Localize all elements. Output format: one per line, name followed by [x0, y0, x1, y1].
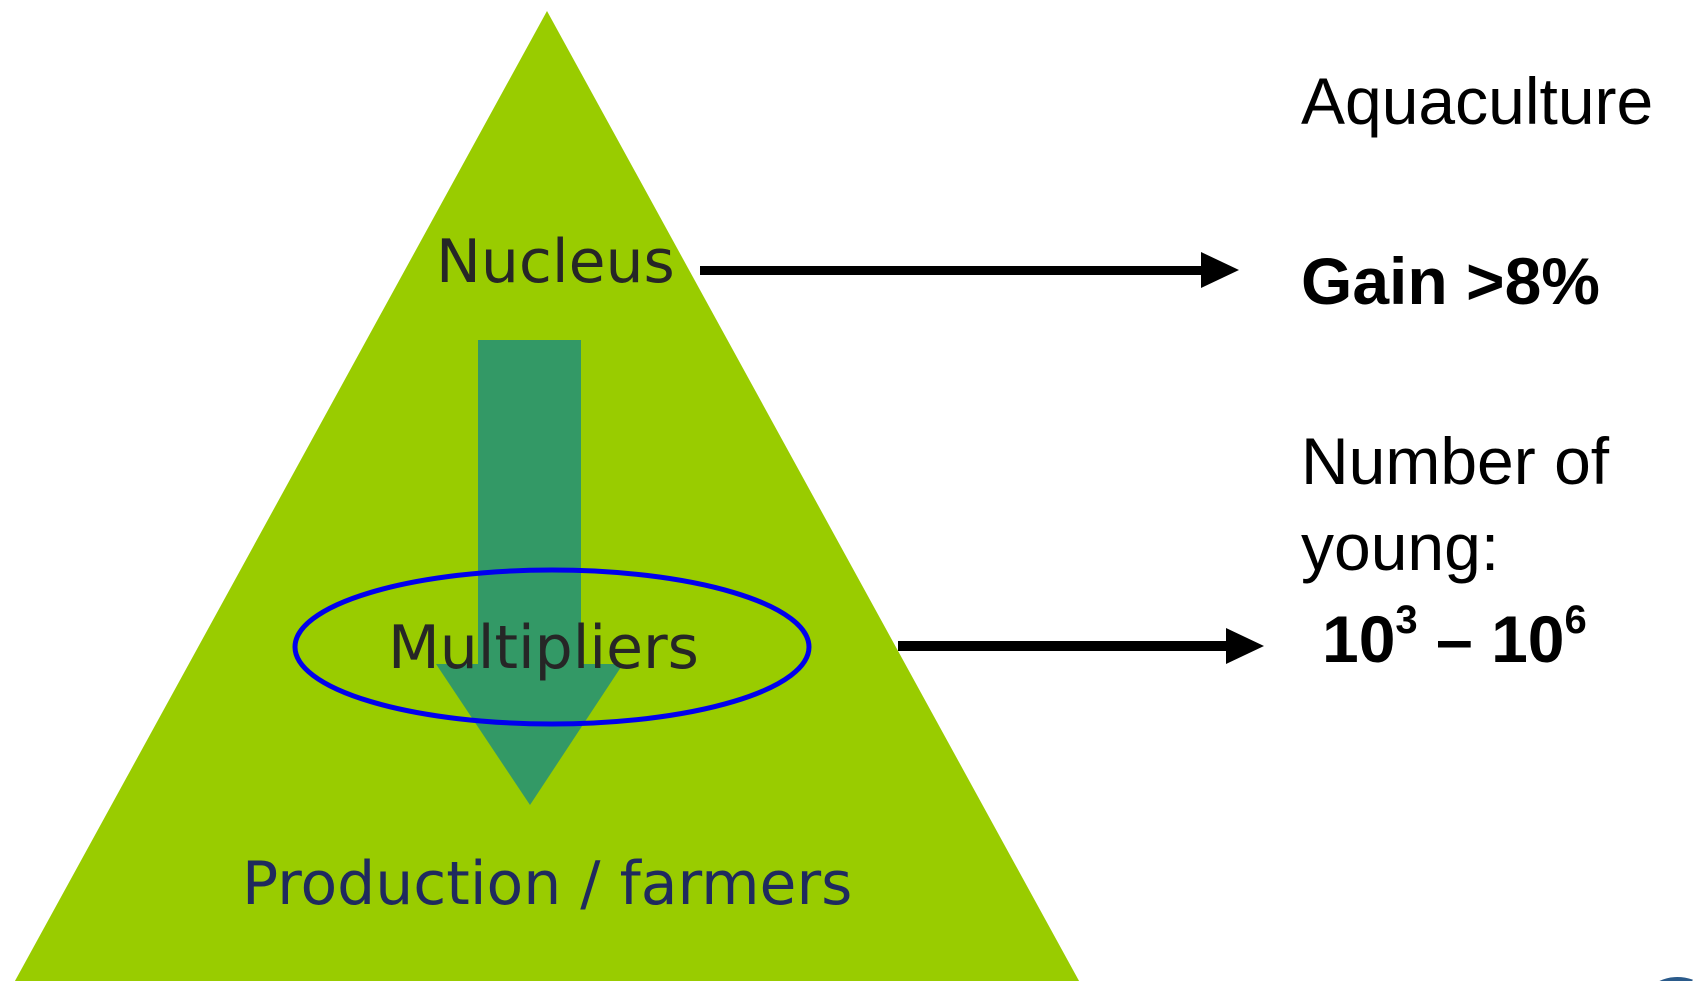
young-range-high-exponent: 6 [1564, 598, 1587, 642]
logo-fragment-icon [1659, 977, 1693, 981]
young-range-separator: – [1417, 602, 1492, 676]
multipliers-label: Multipliers [388, 613, 699, 683]
nucleus-label: Nucleus [436, 227, 675, 297]
genetic-gain-text: Gain >8% [1301, 244, 1600, 318]
young-count-range: 103 – 106 [1322, 600, 1587, 672]
young-count-label-line2: young: [1301, 510, 1500, 584]
sector-title: Aquaculture [1301, 64, 1654, 138]
young-range-high-base: 10 [1491, 602, 1565, 676]
young-count-label-line1: Number of [1301, 424, 1610, 498]
production-farmers-label: Production / farmers [242, 849, 853, 919]
multipliers-ellipse [292, 567, 812, 727]
down-flow-arrow-icon [436, 340, 623, 805]
nucleus-right-arrow-icon [700, 252, 1239, 288]
young-range-low-base: 10 [1322, 602, 1396, 676]
young-range-low-exponent: 3 [1395, 598, 1418, 642]
multipliers-right-arrow-icon [898, 628, 1264, 664]
